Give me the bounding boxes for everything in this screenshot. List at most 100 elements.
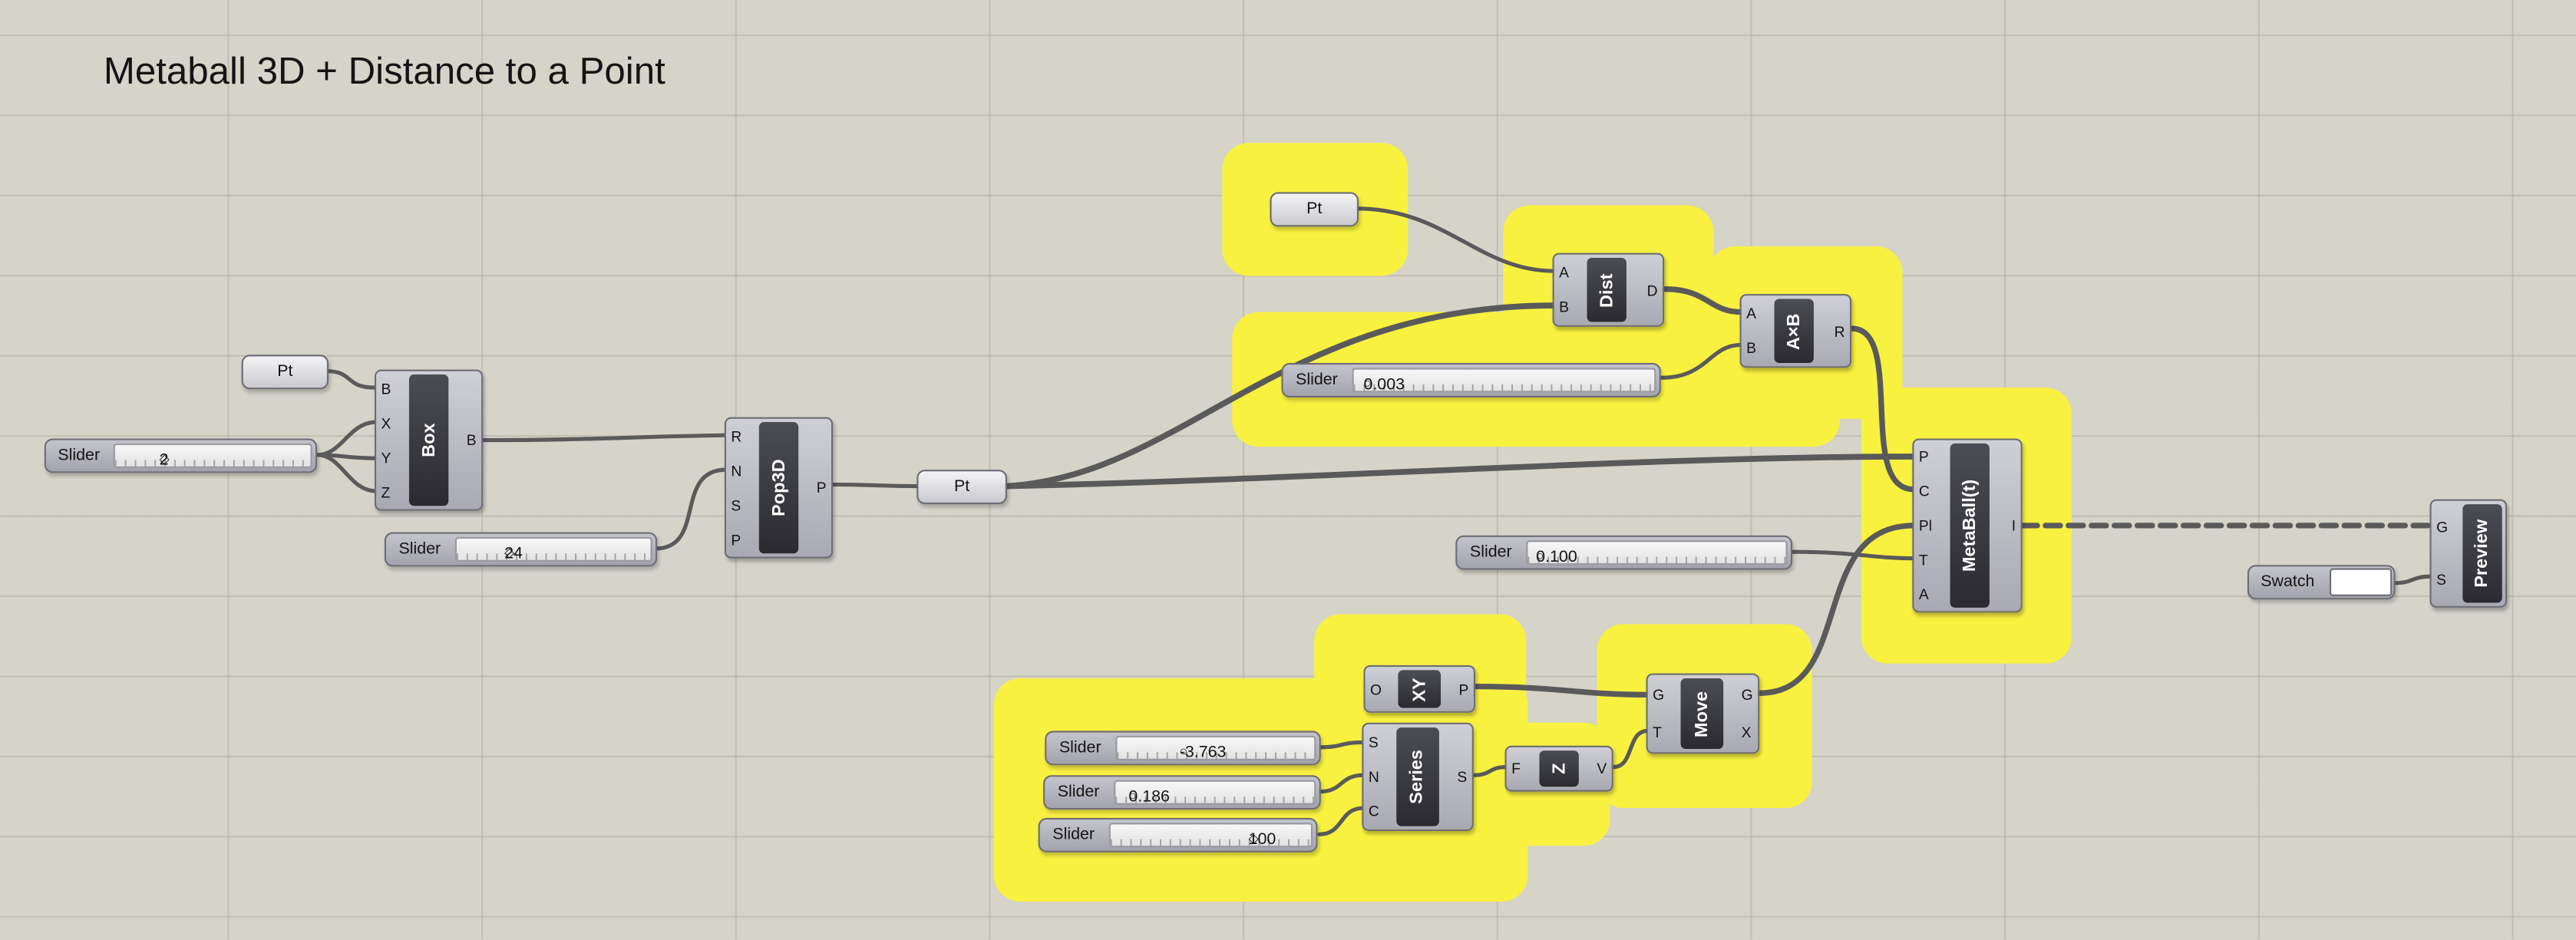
wire-mult-metaball <box>1848 325 1917 493</box>
input-n[interactable]: N <box>731 462 742 479</box>
output-d[interactable]: D <box>1646 282 1658 298</box>
circle-grip-icon[interactable]: ○ <box>1536 548 1544 564</box>
output-r[interactable]: R <box>1834 322 1845 339</box>
input-b[interactable]: B <box>1559 299 1570 316</box>
series-core[interactable]: Series <box>1396 727 1439 826</box>
output-s[interactable]: S <box>1457 768 1468 786</box>
wire-box-pop3d <box>481 433 728 443</box>
slider-track[interactable]: 100 ◇ <box>1108 823 1313 848</box>
series-component[interactable]: S N C Series S <box>1362 722 1474 831</box>
input-b[interactable]: B <box>1746 340 1757 357</box>
pop3d-core[interactable]: Pop3D <box>758 422 799 554</box>
output-x[interactable]: X <box>1741 724 1752 741</box>
input-o[interactable]: O <box>1370 681 1382 698</box>
point-param-label: Pt <box>954 477 970 496</box>
pop3d-component[interactable]: R N S P Pop3D P <box>724 417 834 559</box>
input-g[interactable]: G <box>2436 519 2449 536</box>
input-z[interactable]: Z <box>381 483 391 500</box>
xy-plane-component[interactable]: O XY P <box>1363 665 1475 713</box>
input-pl[interactable]: Pl <box>1918 517 1933 534</box>
move-core[interactable]: Move <box>1680 678 1724 749</box>
input-s[interactable]: S <box>2436 571 2446 589</box>
wire-swatch-preview <box>2391 574 2434 585</box>
slider-threshold[interactable]: Slider ○ 0.100 <box>1455 535 1793 570</box>
box-outputs: B <box>467 371 481 510</box>
input-a[interactable]: A <box>1559 264 1570 281</box>
diamond-grip-icon[interactable]: ◇ <box>504 545 515 560</box>
slider-series-count[interactable]: Slider 100 ◇ <box>1038 817 1318 853</box>
point-param-box[interactable]: Pt <box>241 355 329 390</box>
input-c[interactable]: C <box>1918 483 1930 500</box>
slider-pop-count[interactable]: Slider ◇ 24 <box>384 532 658 567</box>
preview-core[interactable]: Preview <box>2462 504 2502 603</box>
input-a[interactable]: A <box>1746 305 1757 322</box>
input-n[interactable]: N <box>1368 768 1379 786</box>
metaball-core[interactable]: MetaBall(t) <box>1950 443 1990 608</box>
point-param-label: Pt <box>277 363 293 381</box>
input-p[interactable]: P <box>731 531 741 548</box>
swatch-component[interactable]: Swatch <box>2247 565 2396 600</box>
multiplication-core[interactable]: A×B <box>1774 298 1814 364</box>
circle-grip-icon[interactable]: ○ <box>1363 376 1372 391</box>
pop3d-inputs: R N S P <box>726 419 741 557</box>
slider-label: Slider <box>1052 826 1095 845</box>
series-outputs: S <box>1457 724 1471 830</box>
slider-label: Slider <box>1057 783 1100 802</box>
input-t[interactable]: T <box>1918 551 1928 569</box>
point-param-target[interactable]: Pt <box>1270 192 1359 227</box>
multiplication-component[interactable]: A B A×B R <box>1739 294 1852 368</box>
output-g[interactable]: G <box>1741 686 1753 703</box>
output-v[interactable]: V <box>1597 760 1607 777</box>
canvas-title: Metaball 3D + Distance to a Point <box>103 49 665 92</box>
slider-track[interactable]: ○ 0.100 <box>1526 540 1788 566</box>
circle-grip-icon[interactable]: ○ <box>1128 788 1137 803</box>
wire-pt-metaball <box>1004 454 1917 490</box>
circle-grip-icon[interactable]: ○ <box>1179 744 1188 759</box>
output-p[interactable]: P <box>1458 681 1469 698</box>
slider-track[interactable]: ◇ 24 <box>454 536 652 562</box>
output-p[interactable]: P <box>816 479 827 496</box>
unit-z-core[interactable]: Z <box>1539 750 1579 787</box>
input-r[interactable]: R <box>731 427 742 444</box>
move-component[interactable]: G T Move G X <box>1646 673 1760 754</box>
input-a[interactable]: A <box>1918 585 1929 602</box>
slider-track[interactable]: ○ 0.186 <box>1114 780 1316 805</box>
input-x[interactable]: X <box>381 414 391 431</box>
box-core[interactable]: Box <box>408 374 449 506</box>
box-inputs: B X Y Z <box>376 371 391 510</box>
diamond-grip-icon[interactable]: ◇ <box>1248 830 1259 846</box>
slider-track[interactable]: -3.763 ○ <box>1115 735 1316 760</box>
distance-inputs: A B <box>1554 255 1569 325</box>
slider-series-start[interactable]: Slider -3.763 ○ <box>1045 731 1321 766</box>
diamond-grip-icon[interactable]: ◇ <box>159 451 170 467</box>
slider-value: 0.003 <box>1363 376 1405 393</box>
input-s[interactable]: S <box>1368 733 1379 750</box>
input-b[interactable]: B <box>381 380 391 397</box>
output-b[interactable]: B <box>466 431 477 449</box>
input-y[interactable]: Y <box>381 449 391 466</box>
metaball-component[interactable]: P C Pl T A MetaBall(t) I <box>1912 438 2023 613</box>
distance-component[interactable]: A B Dist D <box>1552 252 1665 327</box>
slider-box-size[interactable]: Slider ◇ 2 <box>44 438 318 473</box>
swatch-color[interactable] <box>2329 568 2393 596</box>
slider-factor[interactable]: Slider ○ 0.003 <box>1281 363 1661 397</box>
input-s[interactable]: S <box>731 496 741 513</box>
output-i[interactable]: I <box>2011 517 2016 534</box>
input-f[interactable]: F <box>1511 760 1521 777</box>
slider-track[interactable]: ○ 0.003 <box>1352 368 1656 393</box>
preview-component[interactable]: G S Preview <box>2429 499 2508 608</box>
wire-slider-box-x <box>315 420 377 457</box>
xy-plane-core[interactable]: XY <box>1398 670 1442 708</box>
unit-z-inputs: F <box>1507 747 1521 790</box>
slider-track[interactable]: ◇ 2 <box>113 443 312 468</box>
unit-z-component[interactable]: F Z V <box>1504 745 1613 792</box>
input-g[interactable]: G <box>1653 686 1665 703</box>
slider-series-step[interactable]: Slider ○ 0.186 <box>1043 775 1321 810</box>
input-p[interactable]: P <box>1918 449 1929 466</box>
distance-core[interactable]: Dist <box>1587 258 1627 322</box>
box-component[interactable]: B X Y Z Box B <box>374 369 484 511</box>
point-param-population[interactable]: Pt <box>916 470 1008 505</box>
input-c[interactable]: C <box>1368 803 1379 820</box>
input-t[interactable]: T <box>1653 724 1662 741</box>
